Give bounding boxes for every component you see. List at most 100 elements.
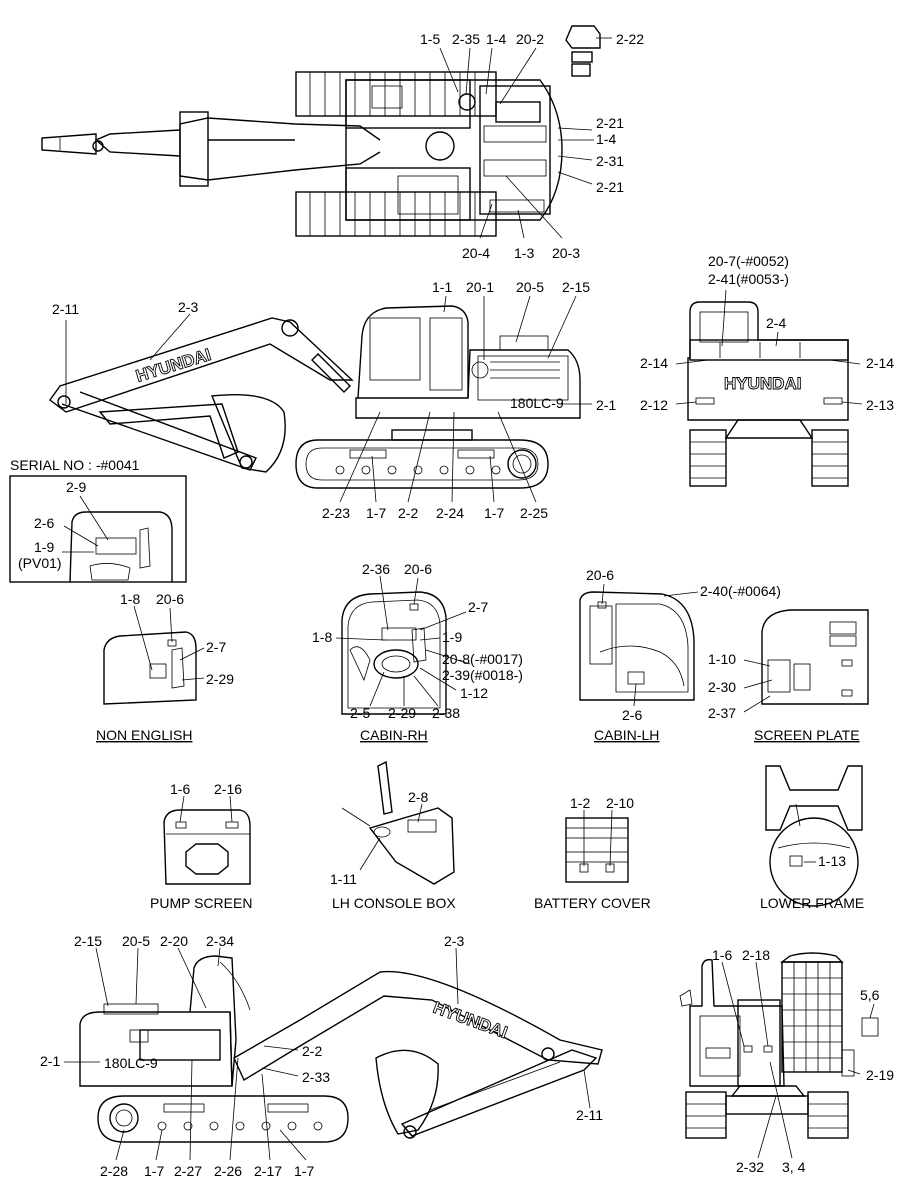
caption-cabin-lh: CABIN-LH bbox=[594, 727, 659, 743]
side-view-machine: 180LC-9 HYUNDAI 2-11 2 bbox=[49, 279, 616, 521]
callout-2-41: 2-41(#0053-) bbox=[708, 271, 789, 287]
callout-2-2: 2-2 bbox=[302, 1043, 322, 1059]
callout-2-13: 2-13 bbox=[866, 397, 894, 413]
callout-1-1: 1-1 bbox=[432, 279, 452, 295]
callout-2-25: 2-25 bbox=[520, 505, 548, 521]
callout-2-3: 2-3 bbox=[444, 933, 464, 949]
callout-1-7: 1-7 bbox=[366, 505, 386, 521]
non-english-view: 1-8 20-6 2-7 2-29 NON ENGLISH bbox=[96, 591, 234, 743]
callout-2-11: 2-11 bbox=[576, 1107, 603, 1123]
callout-20-6: 20-6 bbox=[586, 567, 614, 583]
callout-2-10: 2-10 bbox=[606, 795, 634, 811]
model-badge-side: 180LC-9 bbox=[510, 395, 564, 411]
lh-side-machine: 180LC-9 HYUNDAI bbox=[40, 933, 603, 1179]
callout-2-27: 2-27 bbox=[174, 1163, 202, 1179]
callout-20-5: 20-5 bbox=[516, 279, 544, 295]
callout-2-7: 2-7 bbox=[206, 639, 226, 655]
callout-1-13: 1-13 bbox=[818, 853, 846, 869]
callout-2-24: 2-24 bbox=[436, 505, 464, 521]
callout-2-20: 2-20 bbox=[160, 933, 188, 949]
callout-2-14: 2-14 bbox=[866, 355, 894, 371]
callout-2-29: 2-29 bbox=[206, 671, 234, 687]
callout-1-8: 1-8 bbox=[120, 591, 140, 607]
callout-20-6: 20-6 bbox=[404, 561, 432, 577]
callout-2-29: 2-29 bbox=[388, 705, 416, 721]
callout-2-37: 2-37 bbox=[708, 705, 736, 721]
callout-1-6: 1-6 bbox=[712, 947, 732, 963]
callout-1-10: 1-10 bbox=[708, 651, 736, 667]
rear-view-machine: HYUNDAI 20-7(-#0052) 2-41(#0053-) 2-4 2-… bbox=[640, 253, 894, 487]
cabin-rh-view: 2-36 20-6 2-7 1-8 1-9 20-8(-#0017) 2-39(… bbox=[312, 561, 523, 743]
callout-2-21: 2-21 bbox=[596, 115, 624, 131]
callout-2-30: 2-30 bbox=[708, 679, 736, 695]
callout-2-1: 2-1 bbox=[596, 397, 616, 413]
callout-1-7: 1-7 bbox=[144, 1163, 164, 1179]
callout-1-11: 1-11 bbox=[330, 871, 357, 887]
callout-2-15: 2-15 bbox=[74, 933, 102, 949]
callout-2-16: 2-16 bbox=[214, 781, 242, 797]
cabin-lh-view: 20-6 2-40(-#0064) 2-6 CABIN-LH bbox=[579, 567, 781, 743]
callout-5-6: 5,6 bbox=[860, 987, 880, 1003]
boom-brand-side: HYUNDAI bbox=[134, 345, 214, 386]
callout-2-9: 2-9 bbox=[66, 479, 86, 495]
caption-lower-frame: LOWER FRAME bbox=[760, 895, 864, 911]
rear-brand: HYUNDAI bbox=[724, 374, 801, 393]
callout-2-40: 2-40(-#0064) bbox=[700, 583, 781, 599]
caption-non-english: NON ENGLISH bbox=[96, 727, 192, 743]
callout-1-2: 1-2 bbox=[570, 795, 590, 811]
callout-20-5: 20-5 bbox=[122, 933, 150, 949]
callout-2-34: 2-34 bbox=[206, 933, 234, 949]
caption-cabin-rh: CABIN-RH bbox=[360, 727, 428, 743]
screen-plate-view: 1-10 2-30 2-37 SCREEN PLATE bbox=[708, 609, 869, 743]
serial-note: SERIAL NO : -#0041 bbox=[10, 457, 140, 473]
caption-screen-plate: SCREEN PLATE bbox=[754, 727, 860, 743]
front-view-machine: 1-6 2-18 5,6 2-19 2-32 3, 4 bbox=[679, 947, 894, 1175]
callout-2-26: 2-26 bbox=[214, 1163, 242, 1179]
callout-2-8: 2-8 bbox=[408, 789, 428, 805]
callout-3-4: 3, 4 bbox=[782, 1159, 806, 1175]
callout-20-6: 20-6 bbox=[156, 591, 184, 607]
callout-1-7: 1-7 bbox=[294, 1163, 314, 1179]
callout-2-22: 2-22 bbox=[616, 31, 644, 47]
lower-frame-view: 1-13 LOWER FRAME bbox=[760, 765, 864, 911]
callout-1-12: 1-12 bbox=[460, 685, 488, 701]
caption-lh-console-box: LH CONSOLE BOX bbox=[332, 895, 456, 911]
callout-2-15: 2-15 bbox=[562, 279, 590, 295]
pump-screen-view: 1-6 2-16 PUMP SCREEN bbox=[150, 781, 252, 911]
callout-1-6: 1-6 bbox=[170, 781, 190, 797]
callout-20-8: 20-8(-#0017) bbox=[442, 651, 523, 667]
callout-2-33: 2-33 bbox=[302, 1069, 330, 1085]
callout-2-11: 2-11 bbox=[52, 301, 79, 317]
callout-2-23: 2-23 bbox=[322, 505, 350, 521]
caption-battery-cover: BATTERY COVER bbox=[534, 895, 651, 911]
caption-pump-screen: PUMP SCREEN bbox=[150, 895, 252, 911]
callout-1-9: 1-9 bbox=[442, 629, 462, 645]
callout-2-12: 2-12 bbox=[640, 397, 668, 413]
callout-1-4: 1-4 bbox=[486, 31, 506, 47]
callout-20-3: 20-3 bbox=[552, 245, 580, 261]
callout-2-4: 2-4 bbox=[766, 315, 786, 331]
top-view-machine: 1-5 2-35 1-4 20-2 2-22 2-21 1-4 2-31 2-2… bbox=[41, 25, 644, 261]
callout-1-3: 1-3 bbox=[514, 245, 534, 261]
callout-2-6: 2-6 bbox=[34, 515, 54, 531]
serial-box: SERIAL NO : -#0041 2-9 2-6 1-9 (PV01) bbox=[9, 457, 187, 583]
model-badge-lh: 180LC-9 bbox=[104, 1055, 158, 1071]
callout-pv01: (PV01) bbox=[18, 555, 62, 571]
callout-1-5: 1-5 bbox=[420, 31, 440, 47]
callout-20-2: 20-2 bbox=[516, 31, 544, 47]
callout-2-3: 2-3 bbox=[178, 299, 198, 315]
callout-2-18: 2-18 bbox=[742, 947, 770, 963]
callout-20-4: 20-4 bbox=[462, 245, 490, 261]
callout-2-2: 2-2 bbox=[398, 505, 418, 521]
boom-brand-lh: HYUNDAI bbox=[431, 998, 510, 1042]
callout-1-9: 1-9 bbox=[34, 539, 54, 555]
callout-20-7: 20-7(-#0052) bbox=[708, 253, 789, 269]
callout-2-32: 2-32 bbox=[736, 1159, 764, 1175]
callout-2-1: 2-1 bbox=[40, 1053, 60, 1069]
battery-cover-view: 1-2 2-10 BATTERY COVER bbox=[534, 795, 651, 911]
callout-1-4: 1-4 bbox=[596, 131, 616, 147]
callout-2-19: 2-19 bbox=[866, 1067, 894, 1083]
callout-2-7: 2-7 bbox=[468, 599, 488, 615]
